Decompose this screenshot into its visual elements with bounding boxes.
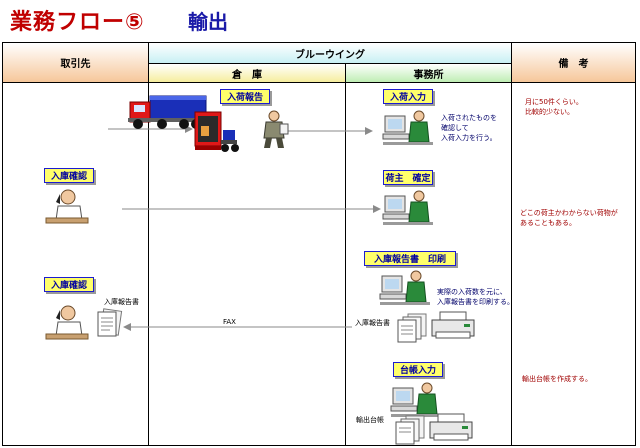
printer-icon-2: [429, 413, 473, 441]
partner-confirm-box-2: 入庫確認: [44, 277, 94, 292]
report-print-note: 実際の入荷数を元に、 入庫報告書を印刷する。: [437, 288, 514, 306]
document-stack-icon: [397, 313, 427, 343]
unloading-truck-icon: [194, 111, 239, 152]
header-partner: 取引先: [2, 42, 149, 83]
remark-1: 月に50件くらい。 比較的少ない。: [525, 98, 583, 116]
column-divider-2: [345, 83, 346, 446]
column-divider-3: [511, 83, 512, 446]
remark-3: 輸出台帳を作成する。: [522, 375, 592, 383]
warehouse-worker-icon: [263, 110, 289, 148]
page-title: 業務フロー⑤: [10, 10, 145, 35]
arrival-input-note: 入荷されたものを 確認して 入荷入力を行う。: [441, 114, 497, 142]
page-subtitle: 輸出: [188, 10, 228, 34]
office-worker-computer-icon-3: [379, 270, 430, 305]
arrival-input-box: 入荷入力: [383, 89, 433, 104]
column-divider-1: [148, 83, 149, 446]
header-office: 事務所: [345, 63, 512, 83]
partner-person-phone-icon-2: [45, 305, 89, 340]
document-icon: [97, 308, 123, 337]
owner-confirm-box: 荷主 確定: [383, 170, 433, 185]
ledger-input-box: 台帳入力: [393, 362, 443, 377]
partner-confirm-box-1: 入庫確認: [44, 168, 94, 183]
office-worker-computer-icon: [382, 110, 433, 145]
remark-2: どこの荷主かわからない荷物が あることもある。: [520, 209, 618, 227]
header-remarks: 備 考: [511, 42, 636, 83]
office-report-label: 入庫報告書: [355, 319, 390, 327]
truck-icon: [128, 95, 207, 129]
printer-icon: [431, 311, 475, 339]
fax-label: FAX: [223, 318, 236, 326]
partner-person-phone-icon: [45, 189, 89, 224]
partner-report-label: 入庫報告書: [104, 298, 139, 306]
office-worker-computer-icon-2: [382, 190, 433, 225]
document-stack-icon-2: [395, 415, 425, 445]
arrival-report-box: 入荷報告: [220, 89, 270, 104]
ledger-label: 輸出台帳: [356, 416, 384, 424]
report-print-box: 入庫報告書 印刷: [364, 251, 456, 266]
